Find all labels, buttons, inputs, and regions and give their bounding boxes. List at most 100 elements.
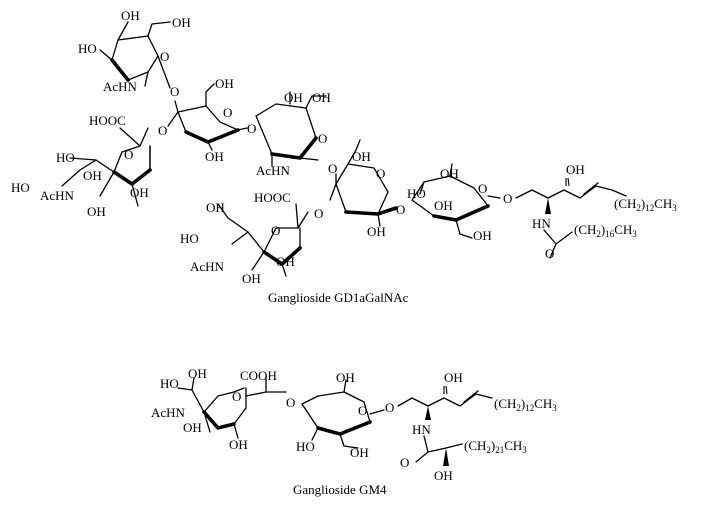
galnac-ring-2 (255, 91, 327, 167)
chain-open: (CH (614, 196, 636, 211)
galnac-ring-oxygen: O (160, 49, 169, 64)
ceramide-oh-label: OH (566, 162, 585, 177)
galnac-terminal-ring (99, 21, 171, 89)
chain-open: (CH (574, 222, 596, 237)
glycosidic-oxygen-1: O (170, 84, 179, 99)
gm4-ceramide-backbone (397, 385, 493, 466)
chain-close: ) (641, 196, 645, 211)
sia1-oh-a: OH (83, 168, 102, 183)
molecule-gd1agalnac: OH OH HO O AcHN O OH O OH O O (11, 8, 677, 305)
chain-sub: 2 (596, 229, 601, 239)
sphingosine-chain: (CH2)12CH3 (614, 196, 677, 213)
galnac-achn-label: AcHN (103, 79, 138, 94)
galnac-ch2oh-label: OH (172, 15, 191, 30)
gm4-sia-ring-oxygen: O (232, 389, 241, 404)
glycosidic-oxygen-4: O (328, 161, 337, 176)
galactose-ring-1 (167, 83, 248, 151)
glycosidic-oxygen-3: O (247, 121, 256, 136)
gal1-ch2oh-label: OH (215, 76, 234, 91)
chain-end: CH (654, 196, 672, 211)
chain-open: (CH (494, 396, 516, 411)
gal2-ch2oh-label: OH (352, 149, 371, 164)
chain-sub: 2 (486, 445, 491, 455)
gm4-sialic-acid-ring (177, 377, 287, 439)
galnac2-oh-top: OH (284, 90, 303, 105)
sia2-hooc-label: HOOC (254, 190, 291, 205)
chain-open: (CH (464, 438, 486, 453)
gm4-hn-label: HN (412, 422, 431, 437)
molecule-gm4: HO OH COOH O O AcHN OH OH OH O O HO OH (151, 366, 557, 497)
sia1-ho-label-b: HO (11, 180, 30, 195)
sia2-oh-a: OH (242, 271, 261, 286)
sialic-acid-ring-2 (217, 203, 309, 277)
gm4-galactose-ring (301, 379, 385, 449)
gm4-sia-oh-a: OH (183, 420, 202, 435)
sia2-oh-b: OH (276, 254, 295, 269)
sia1-hooc-label: HOOC (89, 113, 126, 128)
chain-close: ) (521, 396, 525, 411)
chain-end-sub: 3 (552, 403, 557, 413)
chain-repeat: 12 (525, 403, 534, 413)
gm4-sia-oh-b: OH (229, 437, 248, 452)
chain-repeat: 16 (605, 229, 615, 239)
gm4-sia-ho-label: HO (160, 376, 179, 391)
gal2-ring-oxygen: O (376, 166, 385, 181)
sia1-ring-oxygen: O (124, 147, 133, 162)
gal2-oh-bottom: OH (367, 224, 386, 239)
chain-end-sub: 3 (522, 445, 527, 455)
gm4-gal-oh-top: OH (336, 370, 355, 385)
gm4-sphingosine-chain: (CH2)12CH3 (494, 396, 557, 413)
gm4-achn-label: AcHN (151, 405, 186, 420)
glycosidic-oxygen-7: O (503, 191, 512, 206)
galnac-ho-label: HO (78, 41, 97, 56)
glycosidic-oxygen-6: O (396, 202, 405, 217)
chain-repeat: 21 (495, 445, 504, 455)
gm4-ceramide-oh-label: OH (444, 370, 463, 385)
gm4-cooh-label: COOH (240, 368, 277, 383)
gm4-gal-ring-oxygen: O (358, 403, 367, 418)
chain-end: CH (614, 222, 632, 237)
gal1-ring-oxygen: O (223, 105, 232, 120)
glc-oh-bottom: OH (434, 198, 453, 213)
gm4-sia-oh-top: OH (188, 366, 207, 381)
chain-end: CH (504, 438, 522, 453)
caption-gd1agalnac: Ganglioside GD1aGalNAc (268, 290, 409, 305)
chain-close: ) (601, 222, 605, 237)
galnac2-ring-oxygen: O (318, 131, 327, 146)
gm4-gal-ho-label: HO (296, 439, 315, 454)
chain-end-sub: 3 (672, 203, 677, 213)
sia1-achn-label: AcHN (40, 188, 75, 203)
gm4-glycosidic-oxygen-2: O (385, 400, 394, 415)
sia2-ch2oh-label: OH (206, 200, 225, 215)
caption-gm4: Ganglioside GM4 (293, 482, 387, 497)
gm4-glycosidic-oxygen-1: O (286, 395, 295, 410)
glc-ring-oxygen: O (478, 181, 487, 196)
gal1-oh-bottom: OH (205, 149, 224, 164)
glc-ch2oh-label: OH (473, 228, 492, 243)
chain-close: ) (491, 438, 495, 453)
sia2-ho-label: HO (180, 231, 199, 246)
sia1-oh-d: OH (130, 185, 149, 200)
glucose-ring (411, 163, 501, 239)
sialic-acid-ring-1 (61, 127, 152, 207)
glc-oh-top: OH (440, 166, 459, 181)
chain-sub: 2 (636, 203, 641, 213)
fatty-acid-chain: (CH2)16CH3 (574, 222, 637, 239)
glycosidic-oxygen-2: O (158, 123, 167, 138)
gm4-gal-ch2oh-label: OH (350, 445, 369, 460)
galnac2-ch2oh-label: OH (312, 90, 331, 105)
sia2-achn-label: AcHN (190, 259, 225, 274)
gm4-carbonyl-oxygen: O (400, 455, 409, 470)
gm4-alpha-oh-label: OH (434, 468, 453, 483)
galnac-oh-top: OH (121, 8, 140, 23)
ceramide-backbone (515, 177, 627, 259)
galactose-ring-2 (329, 139, 398, 227)
chain-end-sub: 3 (632, 229, 637, 239)
chain-sub: 2 (516, 403, 521, 413)
ceramide-hn-label: HN (532, 216, 551, 231)
chain-repeat: 12 (645, 203, 654, 213)
gm4-fatty-acid-chain: (CH2)21CH3 (464, 438, 527, 455)
chain-end: CH (534, 396, 552, 411)
sia1-oh-c: OH (87, 204, 106, 219)
